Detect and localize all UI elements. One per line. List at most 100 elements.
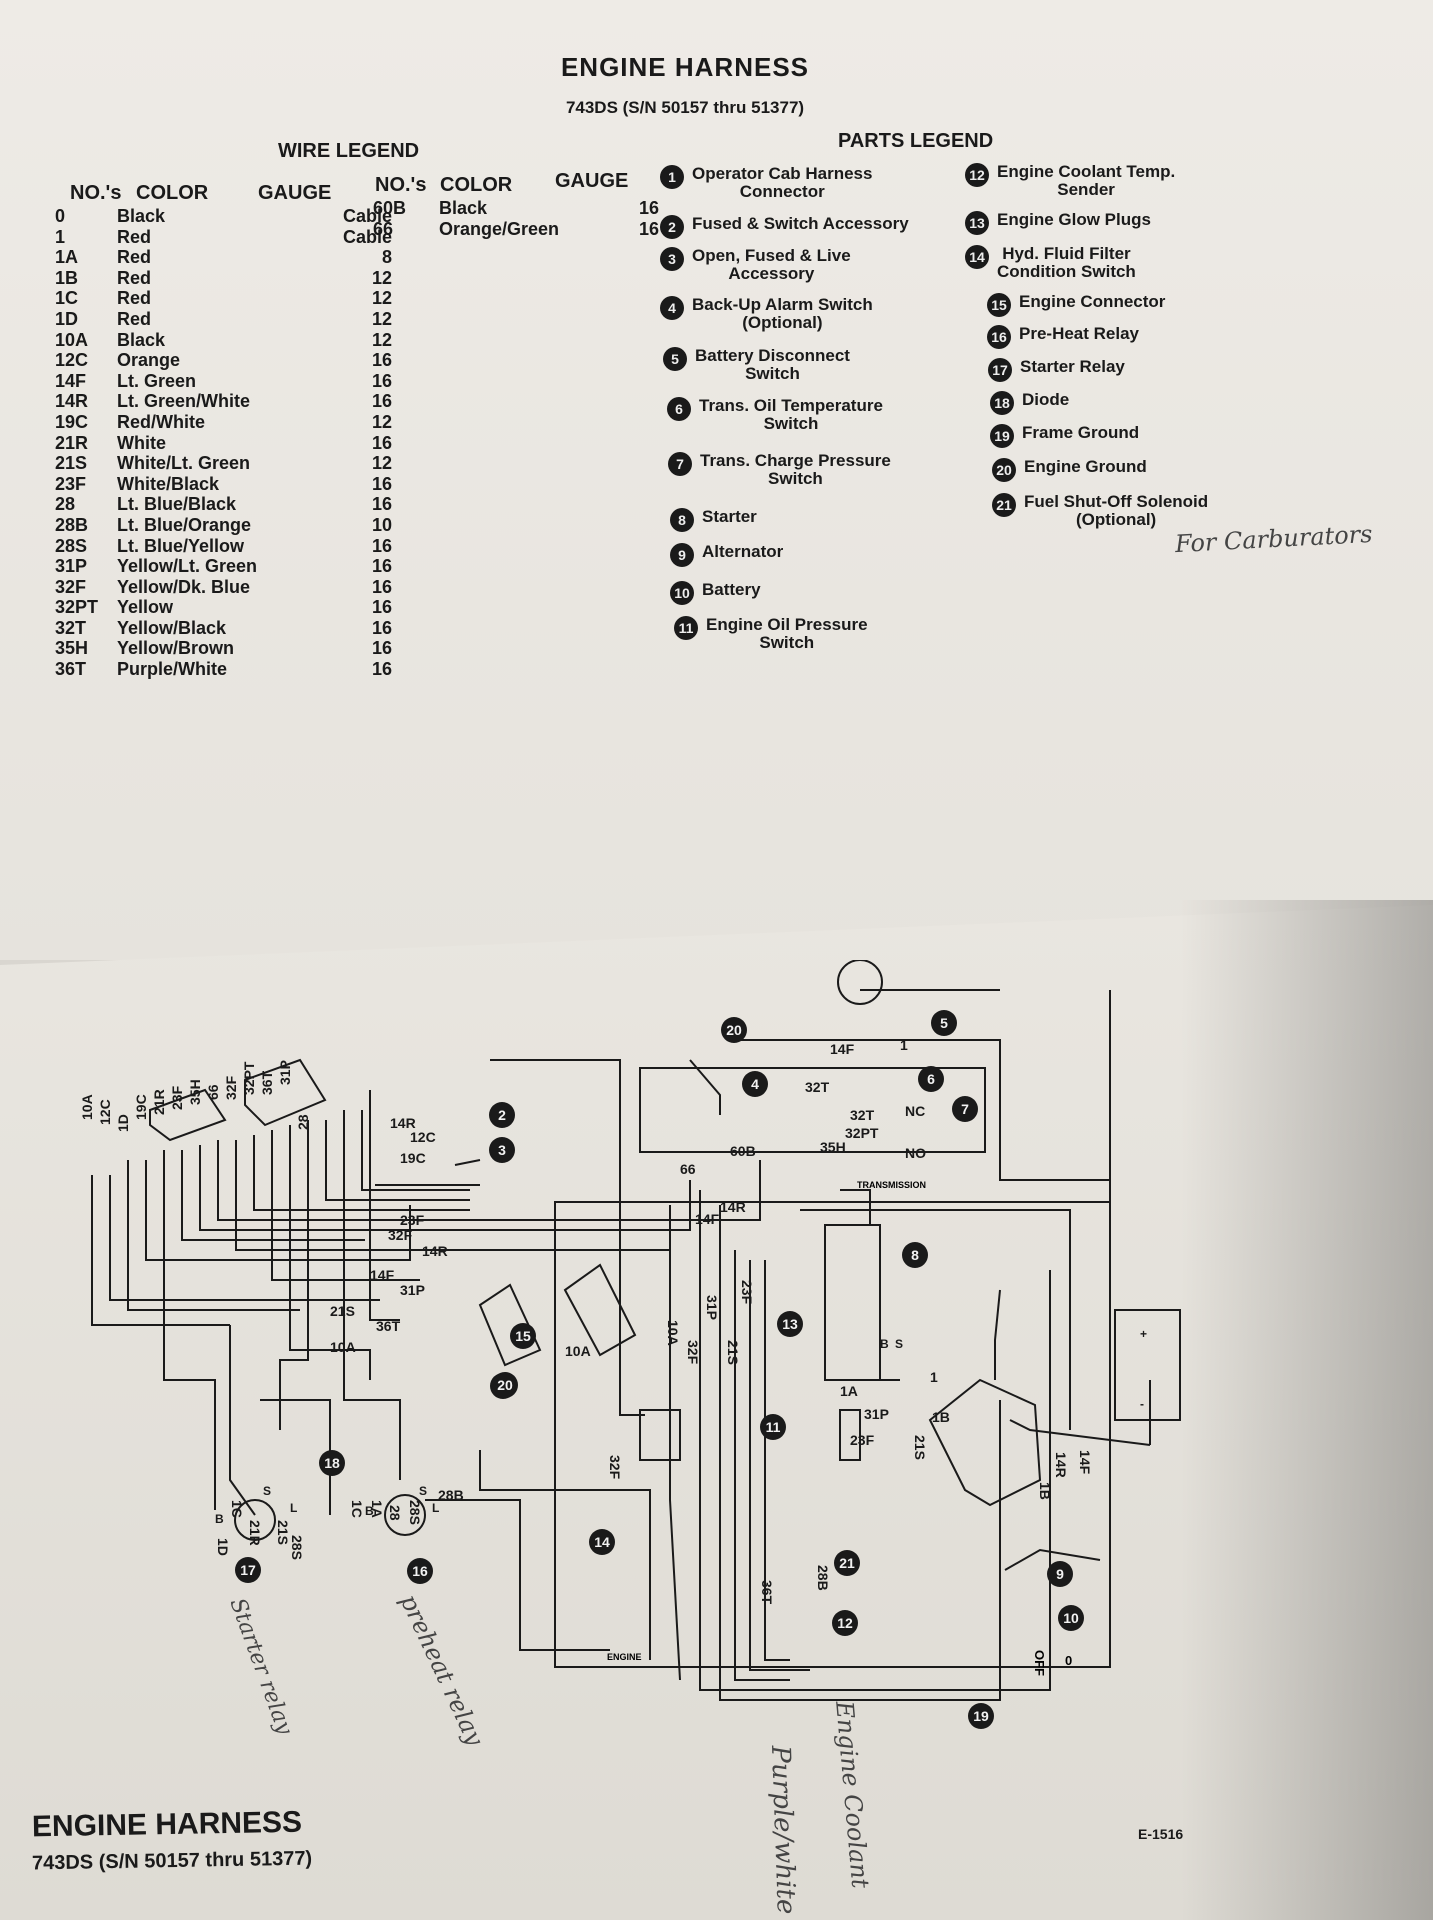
- wire-color: White: [117, 432, 166, 453]
- terminal-label: B: [215, 1512, 224, 1526]
- wire-label: 1A: [840, 1383, 858, 1399]
- wire-legend-title: WIRE LEGEND: [278, 140, 420, 162]
- callout-badge: 2: [489, 1102, 515, 1128]
- cab-connector-right: [244, 1058, 327, 1127]
- part-label: Fuel Shut-Off Solenoid (Optional): [1024, 492, 1209, 529]
- terminal-label: L: [290, 1501, 297, 1515]
- wire-label: NO: [905, 1145, 926, 1161]
- callout-badge: 7: [952, 1096, 978, 1122]
- wire-label: 32T: [805, 1079, 830, 1095]
- callout-badge: 16: [407, 1558, 433, 1584]
- wire-label: 21S: [912, 1435, 928, 1460]
- terminal-label: +: [1140, 1327, 1147, 1341]
- callout-number: 2: [498, 1107, 506, 1123]
- wire-label: 21S: [725, 1340, 741, 1365]
- wire-label: 36T: [759, 1580, 775, 1605]
- wire-col-gauge-2: GAUGE: [555, 170, 629, 192]
- wire-label: 28S: [407, 1500, 423, 1525]
- callout-number: 3: [498, 1142, 506, 1158]
- wire-label: 21R: [151, 1089, 167, 1115]
- wire-label: 23F: [850, 1432, 875, 1448]
- wire-col-color: COLOR: [136, 182, 209, 204]
- wire-label: 31P: [400, 1282, 425, 1298]
- wire-no: 14R: [55, 391, 89, 412]
- wire-gauge: 16: [371, 535, 392, 556]
- callout-number: 15: [515, 1328, 531, 1344]
- terminal-label: L: [432, 1501, 439, 1515]
- part-label: Engine Connector: [1019, 292, 1166, 311]
- wiring-lines: [91, 960, 1181, 1701]
- handwritten-purple-white-note: Purple/white: [765, 1745, 801, 1915]
- callout-number: 9: [1056, 1566, 1064, 1582]
- part-number-badge: 1: [660, 165, 684, 189]
- wire-label: 36T: [259, 1070, 275, 1095]
- callout-number: 20: [497, 1377, 513, 1393]
- preheat-relay: [384, 1494, 427, 1536]
- wire-label: 21S: [330, 1303, 355, 1319]
- wire-gauge: 16: [371, 494, 392, 515]
- callout-badge: 12: [832, 1610, 858, 1636]
- callout-number: 7: [961, 1101, 969, 1117]
- wire-color: Purple/White: [117, 659, 228, 680]
- wire-label: 35H: [187, 1079, 203, 1105]
- wire-gauge: 16: [371, 638, 392, 659]
- terminal-label: S: [263, 1484, 271, 1498]
- wire-label: 1D: [215, 1538, 231, 1556]
- wire-gauge: 16: [371, 659, 392, 680]
- backup-alarm-switch: [689, 1059, 721, 1115]
- part-number-badge: 20: [992, 458, 1016, 482]
- wire-color: Yellow/Lt. Green: [117, 556, 258, 577]
- wire-label: 14F: [695, 1211, 720, 1227]
- wire-no: 21S: [55, 453, 88, 474]
- engine-label: ENGINE: [607, 1652, 642, 1662]
- page-subtitle: 743DS (S/N 50157 thru 51377): [565, 98, 805, 117]
- starter-relay: [234, 1499, 277, 1541]
- wire-label: 10A: [330, 1339, 356, 1355]
- wire-label: 19C: [400, 1150, 426, 1166]
- wire-label: 1A: [369, 1500, 385, 1518]
- wire-label: 10A: [79, 1094, 95, 1120]
- wire-label: 1C: [229, 1500, 245, 1518]
- callout-number: 6: [927, 1071, 935, 1087]
- wire-label: 10A: [565, 1343, 591, 1359]
- callout-number: 11: [766, 1419, 781, 1435]
- wire-label: 23F: [400, 1212, 425, 1228]
- wire-label: 28B: [438, 1487, 464, 1503]
- battery: [1114, 1309, 1181, 1421]
- wire-gauge: 12: [371, 267, 392, 288]
- wire-color: Orange: [117, 350, 181, 371]
- wire-label: 35H: [820, 1139, 846, 1155]
- wire-label: 32T: [850, 1107, 875, 1123]
- part-label: Back-Up Alarm Switch (Optional): [692, 295, 873, 332]
- wire-no: 35H: [55, 638, 89, 659]
- wire-no: 12C: [55, 350, 89, 371]
- hyd-filter-switch: [639, 1409, 681, 1461]
- wire-col-color-2: COLOR: [440, 174, 513, 196]
- wire-no: 60B: [373, 198, 407, 218]
- wire-no: 1B: [55, 267, 79, 288]
- wire-label: 66: [680, 1161, 696, 1177]
- wire-label: 1: [930, 1369, 938, 1385]
- callout-number: 21: [839, 1555, 855, 1571]
- wire-color: Lt. Blue/Black: [117, 494, 237, 515]
- callout-badge: 17: [235, 1557, 261, 1583]
- wire-gauge: 12: [371, 308, 392, 329]
